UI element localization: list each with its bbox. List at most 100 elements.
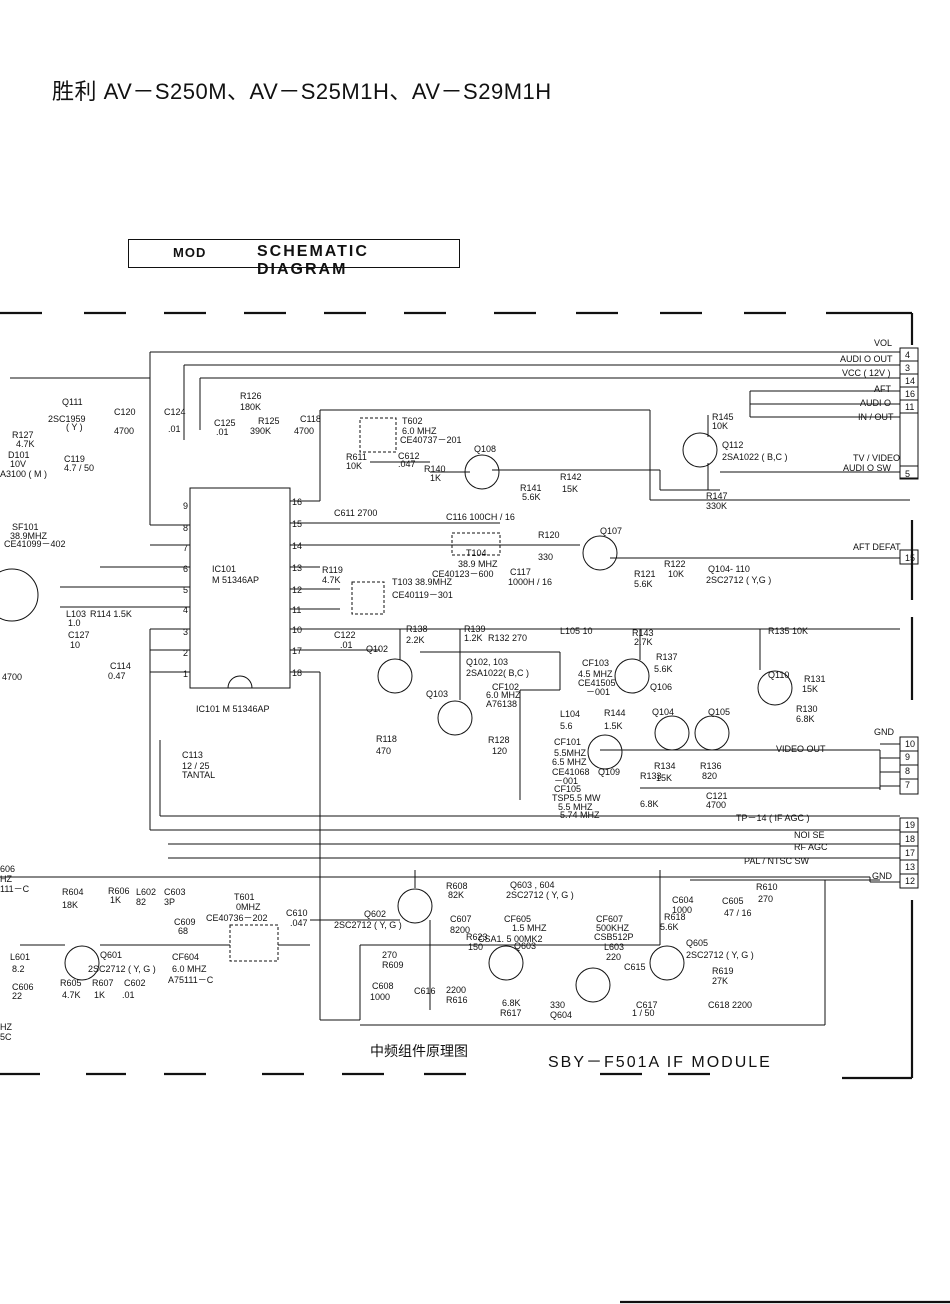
component-label: C610 <box>286 908 308 918</box>
component-label: 2SC2712 ( Y, G ) <box>686 950 754 960</box>
component-label: 111－C <box>0 884 30 894</box>
terminal-label: VIDEO OUT <box>776 744 826 754</box>
component-label: R138 <box>406 624 428 634</box>
component-label: Q605 <box>686 938 708 948</box>
component-label: HZ <box>0 874 12 884</box>
component-label: 4700 <box>2 672 22 682</box>
component-label: CE40736－202 <box>206 913 268 923</box>
component-label: 15K <box>802 684 818 694</box>
terminal-label: RF AGC <box>794 842 828 852</box>
component-label: A76138 <box>486 699 517 709</box>
component-label: 2SC2712 ( Y, G ) <box>334 920 402 930</box>
component-label: Q109 <box>598 767 620 777</box>
component-label: 6.5 MHZ <box>552 757 587 767</box>
component-label: C617 <box>636 1000 658 1010</box>
ic-pin-right: 14 <box>292 541 302 551</box>
component-label: 1.2K <box>464 633 483 643</box>
component-label: 4.7K <box>62 990 81 1000</box>
ic-pin-left: 8 <box>183 523 188 533</box>
component-label: 2.2K <box>406 635 425 645</box>
component-label: C618 2200 <box>708 1000 752 1010</box>
terminal-label: GND <box>872 871 893 881</box>
component-label: C609 <box>174 917 196 927</box>
component-label: 2200 <box>446 985 466 995</box>
ic-pin-right: 17 <box>292 646 302 656</box>
component-label: 5.5MHZ <box>554 748 587 758</box>
component-label: 5.6 <box>560 721 573 731</box>
terminal-pin-number: 17 <box>905 848 915 858</box>
component-label: 6.0 MHZ <box>486 690 521 700</box>
component-label: 8200 <box>450 925 470 935</box>
component-label: Q603 <box>514 941 536 951</box>
component-label: 38.9 MHZ <box>458 559 498 569</box>
component-label: R136 <box>700 761 722 771</box>
component-label: .01 <box>122 990 135 1000</box>
component-label: R139 <box>464 624 486 634</box>
component-label: 1.0 <box>68 618 81 628</box>
component-label: 5.74 MHZ <box>560 810 600 820</box>
component-label: 47 / 16 <box>724 908 752 918</box>
component-label: 10K <box>346 461 362 471</box>
component-label: Q602 <box>364 909 386 919</box>
component-label: 10K <box>668 569 684 579</box>
terminal-pin-number: 11 <box>905 402 914 412</box>
component-label: CF102 <box>492 682 519 692</box>
component-label: 4.7K <box>16 439 35 449</box>
component-label: 180K <box>240 402 261 412</box>
component-label: R121 <box>634 569 656 579</box>
component-label: C127 <box>68 630 90 640</box>
terminal-pin-number: 10 <box>905 739 915 749</box>
terminal-pin-number: 8 <box>905 766 910 776</box>
component-label: C119 <box>64 454 85 464</box>
component-label: 2SC2712 ( Y, G ) <box>506 890 574 900</box>
terminal-label: VOL <box>874 338 892 348</box>
component-label: CE41505 <box>578 678 616 688</box>
component-label: R609 <box>382 960 404 970</box>
terminal-label: AFT DEFAT <box>853 542 901 552</box>
component-label: 2SA1022( B,C ) <box>466 668 529 678</box>
component-label: Q104 <box>652 707 674 717</box>
component-label: R604 <box>62 887 84 897</box>
ic-pin-left: 5 <box>183 585 188 595</box>
component-label: R133 <box>640 771 662 781</box>
component-label: CE40119－301 <box>392 590 453 600</box>
component-label: C611 2700 <box>334 508 377 518</box>
component-label: Q603 , 604 <box>510 880 555 890</box>
component-label: 1K <box>110 895 121 905</box>
component-label: R131 <box>804 674 826 684</box>
ic-name: IC101 <box>212 564 236 574</box>
component-label: 4700 <box>294 426 314 436</box>
component-label: 1 / 50 <box>632 1008 655 1018</box>
component-label: L104 <box>560 709 580 719</box>
component-label: C113 <box>182 750 203 760</box>
component-label: 5.6K <box>654 664 673 674</box>
component-label: 2SC2712 ( Y, G ) <box>88 964 156 974</box>
component-label: CF604 <box>172 952 199 962</box>
component-label: .01 <box>168 424 181 434</box>
component-label: CSB512P <box>594 932 634 942</box>
component-label: Q106 <box>650 682 672 692</box>
component-label: 6.8K <box>502 998 521 1008</box>
component-label: L601 <box>10 952 30 962</box>
component-label: CSA1. 5 00MK2 <box>478 934 543 944</box>
terminal-label: TP－14 ( IF AGC ) <box>736 813 810 823</box>
component-label: R130 <box>796 704 818 714</box>
terminal-label: AUDI O <box>860 398 891 408</box>
terminal-label: AUDI O SW <box>843 463 892 473</box>
component-label: 470 <box>376 746 391 756</box>
component-label: 1K <box>430 473 441 483</box>
component-label: Q107 <box>600 526 622 536</box>
component-label: T602 <box>402 416 423 426</box>
ic-pin-left: 4 <box>183 605 188 615</box>
ic-pin-left: 3 <box>183 627 188 637</box>
component-label: R144 <box>604 708 626 718</box>
component-label: CF101 <box>554 737 581 747</box>
component-label: C602 <box>124 978 146 988</box>
component-label: R122 <box>664 559 686 569</box>
component-label: A3100 ( M ) <box>0 469 47 479</box>
terminal-pin-number: 14 <box>905 376 915 386</box>
component-label: .047 <box>290 918 308 928</box>
component-label: Q601 <box>100 950 122 960</box>
component-label: 18K <box>62 900 78 910</box>
component-label: C122 <box>334 630 356 640</box>
